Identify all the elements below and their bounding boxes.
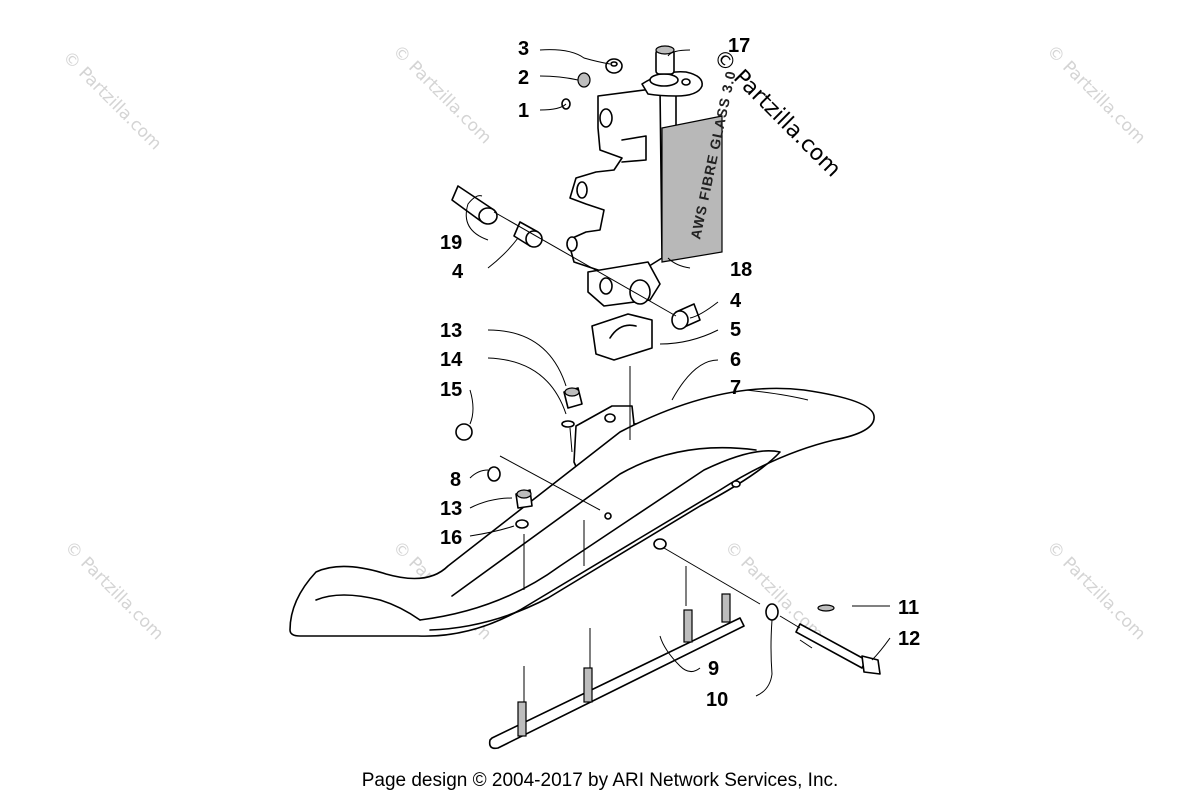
callout-15: 15	[440, 379, 462, 401]
part-wear-rod	[488, 593, 745, 750]
part-spacer	[591, 313, 653, 361]
callout-16: 16	[440, 527, 462, 549]
part-spindle	[566, 87, 677, 273]
callout-5: 5	[730, 319, 741, 341]
callout-18: 18	[730, 259, 752, 281]
watermark-bottom-right: © Partzilla.com	[1042, 537, 1149, 644]
part-ski	[289, 387, 875, 637]
callout-13-top: 13	[440, 320, 462, 342]
part-steering-arm	[641, 45, 703, 97]
watermark-bottom-left: © Partzilla.com	[60, 537, 167, 644]
watermark-top-left: © Partzilla.com	[58, 47, 165, 154]
part-bushings	[451, 185, 701, 330]
callout-11: 11	[898, 597, 919, 619]
callout-9: 9	[708, 658, 719, 680]
leader-lines	[465, 49, 891, 697]
callout-1: 1	[518, 100, 529, 122]
callout-4-left: 4	[452, 261, 464, 283]
part-decal: AWS FIBRE GLASS 3.0	[661, 69, 739, 263]
page-footer: Page design © 2004-2017 by ARI Network S…	[361, 770, 839, 791]
callout-2: 2	[518, 67, 529, 89]
callout-4-right: 4	[730, 290, 742, 312]
part-bolt-assembly	[765, 603, 881, 675]
callout-7: 7	[730, 377, 741, 399]
callout-3: 3	[518, 38, 529, 60]
callout-17: 17	[728, 35, 750, 57]
watermark-top-center: © Partzilla.com	[388, 41, 495, 148]
assembly-axis-lines	[493, 211, 813, 702]
callouts: 1 2 3 17 19 4 18 4 5 13 6 14 7 15 8 13 1…	[440, 35, 920, 711]
callout-6: 6	[730, 349, 741, 371]
callout-8: 8	[450, 469, 461, 491]
callout-12: 12	[898, 628, 920, 650]
callout-10: 10	[706, 689, 728, 711]
callout-19: 19	[440, 232, 462, 254]
callout-13-bottom: 13	[440, 498, 462, 520]
part-left-hardware	[455, 387, 583, 529]
watermark-top-right: © Partzilla.com	[1042, 41, 1149, 148]
callout-14: 14	[440, 349, 463, 371]
